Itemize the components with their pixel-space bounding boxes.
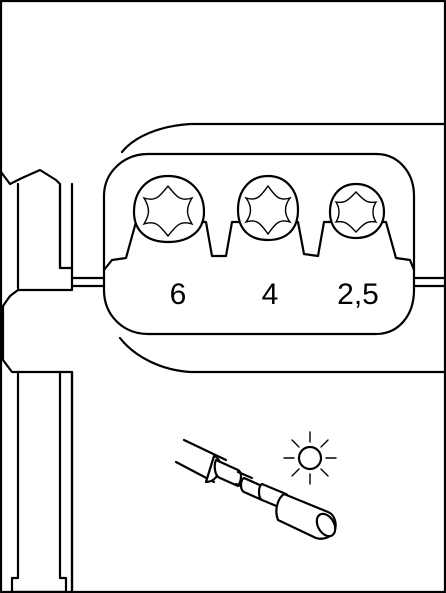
lower-jaw (118, 336, 446, 374)
left-rail-outer (10, 182, 68, 593)
label-size-2-5: 2,5 (337, 278, 379, 311)
left-holder-outline (0, 168, 74, 593)
die-frame (102, 152, 416, 336)
cavity-6 (132, 174, 206, 244)
contact-pin-icon (239, 476, 337, 540)
sun-icon (283, 431, 337, 485)
left-rail-inner (58, 182, 74, 593)
parting-line (70, 276, 446, 288)
label-size-4: 4 (262, 278, 279, 311)
upper-jaw (120, 122, 446, 154)
cavity-2-5 (328, 182, 386, 240)
label-size-6: 6 (170, 278, 187, 311)
cavity-4 (236, 174, 300, 242)
